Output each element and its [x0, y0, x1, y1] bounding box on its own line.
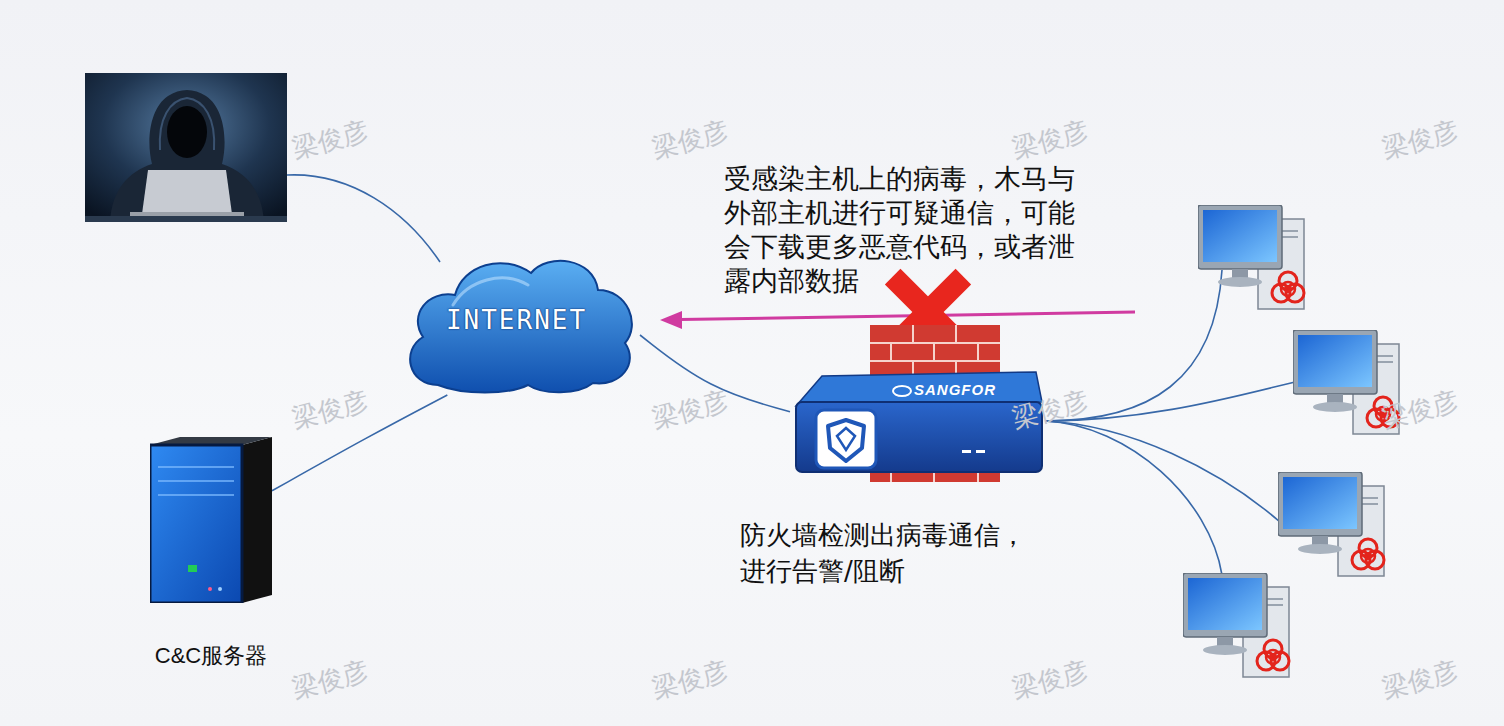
device-top [796, 372, 1042, 406]
cross-bar [885, 269, 971, 355]
network-link [640, 335, 790, 412]
node-label: SANGFOR [914, 381, 996, 398]
shield-icon [828, 420, 864, 461]
infected-pc [1183, 573, 1289, 677]
firewall-art [790, 322, 1045, 485]
infected-pc [1293, 330, 1399, 434]
label-holder: 梁俊彦 [1008, 653, 1092, 707]
hacker-photo [85, 73, 287, 222]
server-led [188, 565, 197, 572]
device-led [962, 450, 971, 453]
server-top [150, 437, 272, 445]
network-wire [287, 175, 440, 262]
server-front [150, 445, 242, 603]
node-label: C&C服务器 [155, 641, 267, 671]
watermark: 梁俊彦 [1008, 653, 1092, 707]
callout-note: 受感染主机上的病毒，木马与 外部主机进行可疑通信，可能 会下载更多恶意代码，或者… [724, 162, 1086, 298]
infected-pc [1278, 472, 1384, 576]
watermark: 梁俊彦 [288, 653, 372, 707]
label-holder: 梁俊彦 [288, 113, 372, 167]
watermark: 梁俊彦 [288, 113, 372, 167]
label-holder: 梁俊彦 [648, 653, 732, 707]
server-bays [158, 467, 234, 495]
lan-wires [1045, 270, 1295, 575]
watermark: 梁俊彦 [648, 113, 732, 167]
network-link [272, 395, 447, 491]
firewall-device: SANGFOR [790, 322, 1045, 485]
cloud-shape [393, 245, 640, 395]
hidden-face [167, 106, 207, 158]
watermark: 梁俊彦 [1008, 383, 1092, 437]
infected-pc [1198, 205, 1304, 309]
lan-wire [1045, 421, 1222, 575]
watermark: 梁俊彦 [1008, 113, 1092, 167]
desk [85, 216, 287, 222]
watermark: 梁俊彦 [648, 653, 732, 707]
brick-joints [870, 325, 1000, 482]
arrow-head [660, 311, 682, 329]
brand-logo [893, 386, 911, 396]
server-dot [208, 587, 212, 591]
label-holder: 梁俊彦 [288, 383, 372, 437]
brick-wall [870, 325, 1000, 482]
cloud-highlight [453, 278, 528, 305]
label-holder: 防火墙检测出病毒通信， 进行告警/阻断 [740, 517, 1039, 589]
watermark: 梁俊彦 [288, 383, 372, 437]
block-cross [885, 269, 971, 355]
label-holder: 梁俊彦 [1008, 113, 1092, 167]
watermark: 梁俊彦 [1378, 383, 1462, 437]
label-holder: 梁俊彦 [1378, 653, 1462, 707]
c2-traffic-arrow [660, 311, 1135, 329]
lan-wire [1045, 382, 1295, 421]
device-led [976, 450, 985, 453]
device-front [796, 402, 1042, 472]
label-holder: 受感染主机上的病毒，木马与 外部主机进行可疑通信，可能 会下载更多恶意代码，或者… [724, 162, 1086, 298]
internet-cloud: INTERNET [393, 245, 640, 395]
label-holder: 梁俊彦 [648, 113, 732, 167]
hooded-figure [110, 90, 264, 222]
watermark: 梁俊彦 [1378, 113, 1462, 167]
watermark: 梁俊彦 [648, 383, 732, 437]
lan-wire [1045, 421, 1280, 522]
photo-background [85, 73, 287, 222]
label-holder: 梁俊彦 [648, 383, 732, 437]
server-side [242, 437, 272, 603]
server-tower [150, 437, 272, 603]
shield-badge [816, 410, 876, 468]
server-dot [218, 587, 222, 591]
node-label: INTERNET [446, 305, 587, 335]
laptop-lid [142, 170, 232, 214]
note-text: 防火墙检测出病毒通信， 进行告警/阻断 [740, 517, 1039, 589]
label-holder: 梁俊彦 [288, 653, 372, 707]
arrow-shaft [680, 312, 1135, 320]
label-holder: 梁俊彦 [1008, 383, 1092, 437]
lan-wire [1045, 270, 1222, 421]
watermark: 梁俊彦 [1378, 653, 1462, 707]
label-holder: 梁俊彦 [1378, 383, 1462, 437]
shield-inner [837, 428, 855, 450]
label-holder: 梁俊彦 [1378, 113, 1462, 167]
cloud-outline [410, 261, 632, 393]
cross-bar [885, 269, 971, 355]
cc-server: C&C服务器 [150, 437, 272, 671]
